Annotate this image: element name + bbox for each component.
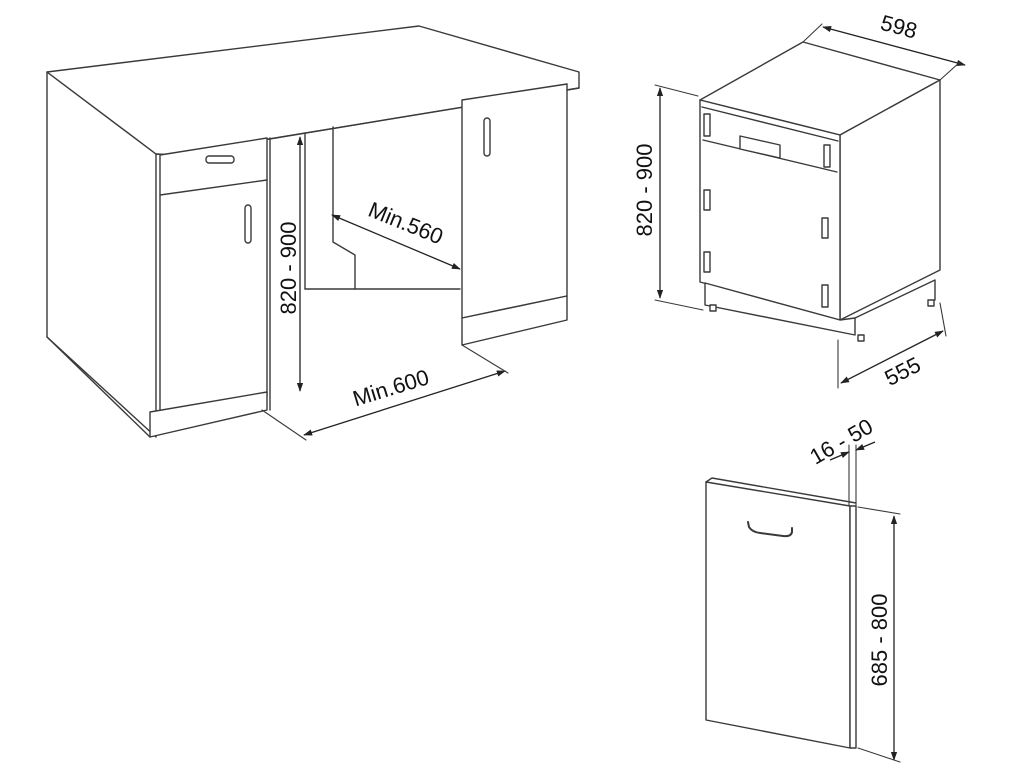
fixing-slot-1 (703, 189, 711, 211)
control-panel-display (739, 135, 781, 159)
cabinet-width-dim-line (303, 370, 506, 436)
right-door-handle (483, 117, 491, 157)
dishwasher-base (704, 282, 856, 336)
left-door-handle (244, 204, 252, 244)
fixing-slot-2 (821, 217, 829, 239)
door-panel-top-edge (705, 477, 857, 504)
fixing-slot-3 (703, 251, 711, 273)
left-plinth (149, 391, 268, 438)
drawer-divider (159, 179, 268, 196)
panel-slot-right (823, 144, 831, 168)
control-panel-strip (701, 106, 839, 142)
right-cabinet-front (461, 83, 568, 319)
appliance-depth-label: 555 (881, 352, 925, 391)
fixing-slot-4 (821, 284, 829, 308)
gap-back-wall (332, 126, 356, 290)
appliance-width-dim-line (822, 26, 966, 66)
door-panel-handle (747, 521, 793, 538)
cabinet-width-label: Min.600 (350, 364, 432, 411)
panel-height-label: 685 - 800 (867, 594, 892, 687)
panel-thickness-label: 16 - 50 (805, 414, 877, 470)
foot-front-left (709, 304, 717, 312)
foot-front-right (857, 334, 865, 342)
cabinet-height-label: 820 - 900 (276, 222, 301, 315)
panel-slot-left (703, 113, 711, 137)
kitchen-cabinet (46, 25, 580, 438)
right-plinth (461, 295, 568, 346)
door-panel-edge (849, 505, 857, 749)
door-panel (705, 477, 857, 749)
door-panel-front (705, 481, 851, 749)
foot-back-right (927, 299, 935, 307)
left-cabinet-front (159, 137, 268, 417)
appliance-depth-dim-line (840, 330, 944, 384)
panel-thickness-dim-line (829, 451, 850, 461)
cabinet-depth-label: Min.560 (365, 197, 447, 250)
appliance-width-label: 598 (878, 10, 920, 44)
cabinet-depth-dim-line (331, 214, 461, 270)
drawer-handle (205, 155, 235, 164)
dishwasher (699, 41, 941, 342)
appliance-height-label: 820 - 900 (632, 144, 657, 237)
dishwasher-base-side (854, 279, 936, 319)
